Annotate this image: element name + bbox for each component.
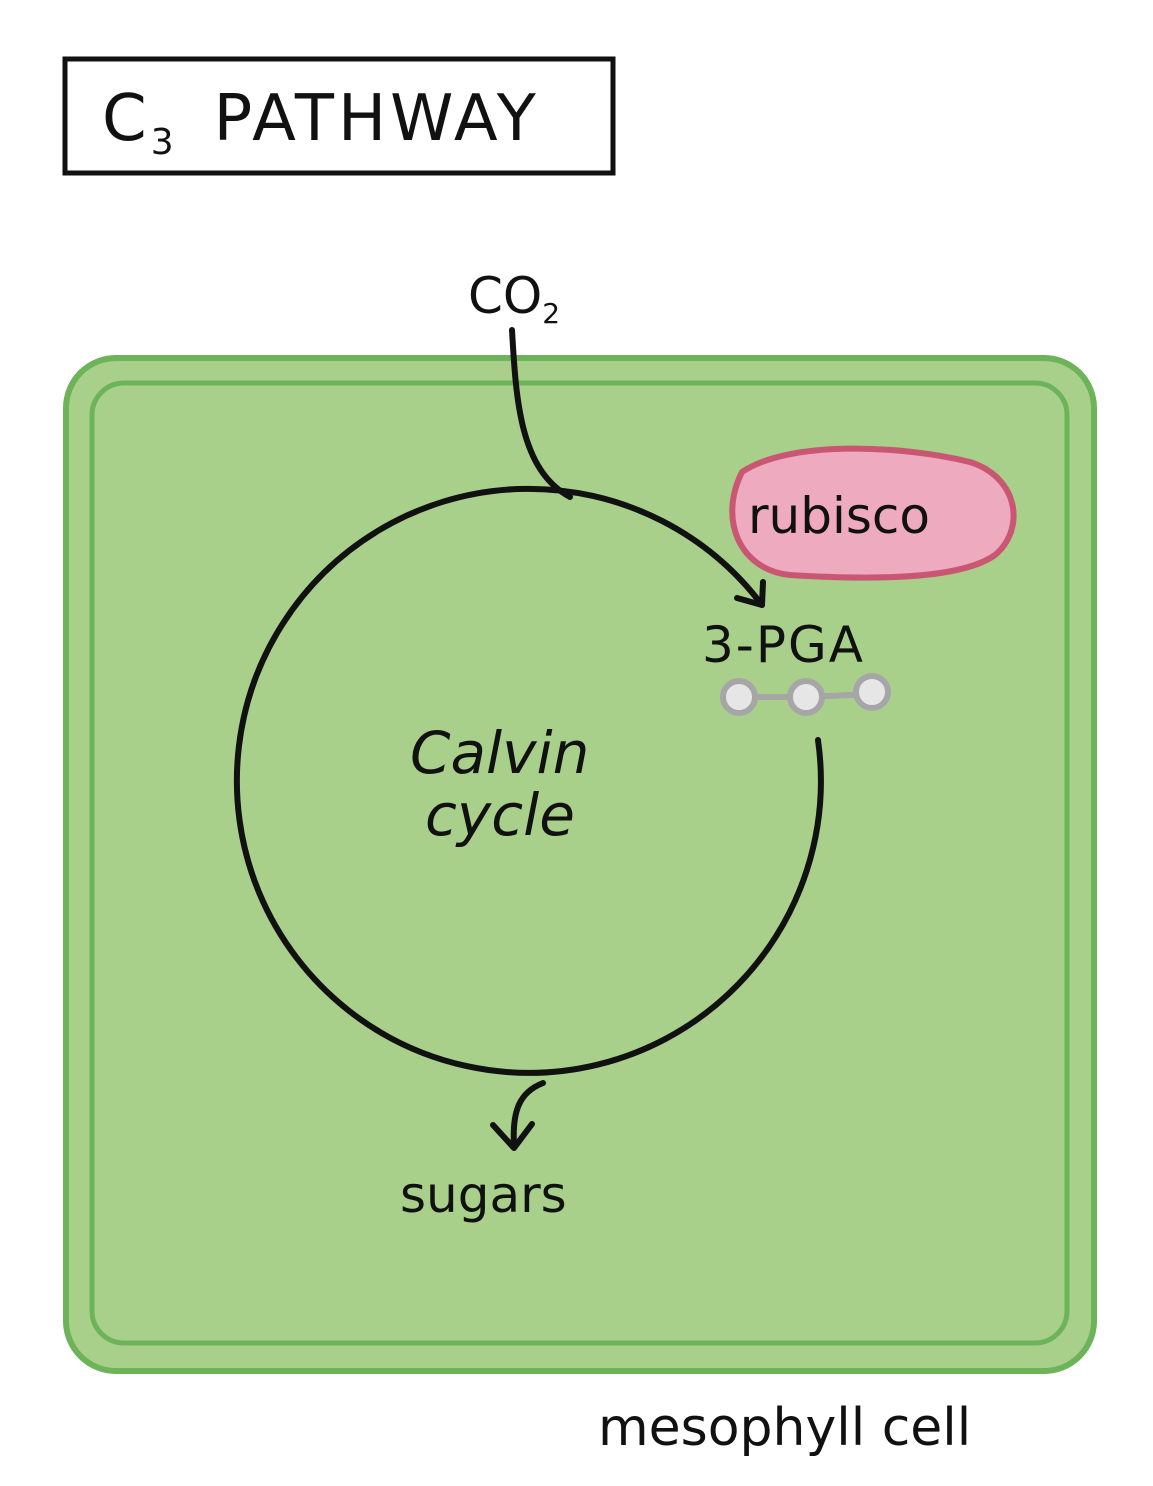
title-prefix: C <box>102 82 151 156</box>
co2-label: CO2 <box>468 267 560 330</box>
mesophyll-cell <box>63 355 1097 1374</box>
cell-membrane-inner <box>89 380 1070 1346</box>
sugars-output-line <box>510 1080 546 1148</box>
title-box: C3 PATHWAY <box>62 56 616 176</box>
sugars-label: sugars <box>400 1166 567 1224</box>
co2-main: CO <box>468 267 542 325</box>
three-carbon-molecule <box>720 673 891 716</box>
carbon-atom-2 <box>787 678 825 716</box>
rubisco-blob <box>729 445 1017 581</box>
carbon-atom-1 <box>720 678 758 716</box>
calvin-cycle-line1: Calvin <box>410 719 589 787</box>
co2-subscript: 2 <box>542 297 560 330</box>
title-frame <box>62 56 616 176</box>
cycle-arrowhead <box>734 579 766 608</box>
cell-wall-outer <box>63 355 1097 1374</box>
cell-label: mesophyll cell <box>598 1398 971 1458</box>
co2-input-line <box>509 327 573 500</box>
sugars-arrowhead <box>490 1121 535 1151</box>
pga-label: 3-PGA <box>702 616 865 674</box>
carbon-atom-3 <box>853 673 891 711</box>
rubisco-label: rubisco <box>748 487 930 545</box>
title-text: C3 PATHWAY <box>102 82 540 163</box>
calvin-cycle-arc <box>233 485 824 1076</box>
calvin-cycle-line2: cycle <box>425 781 575 849</box>
title-subscript: 3 <box>151 122 178 163</box>
title-suffix: PATHWAY <box>214 82 540 156</box>
